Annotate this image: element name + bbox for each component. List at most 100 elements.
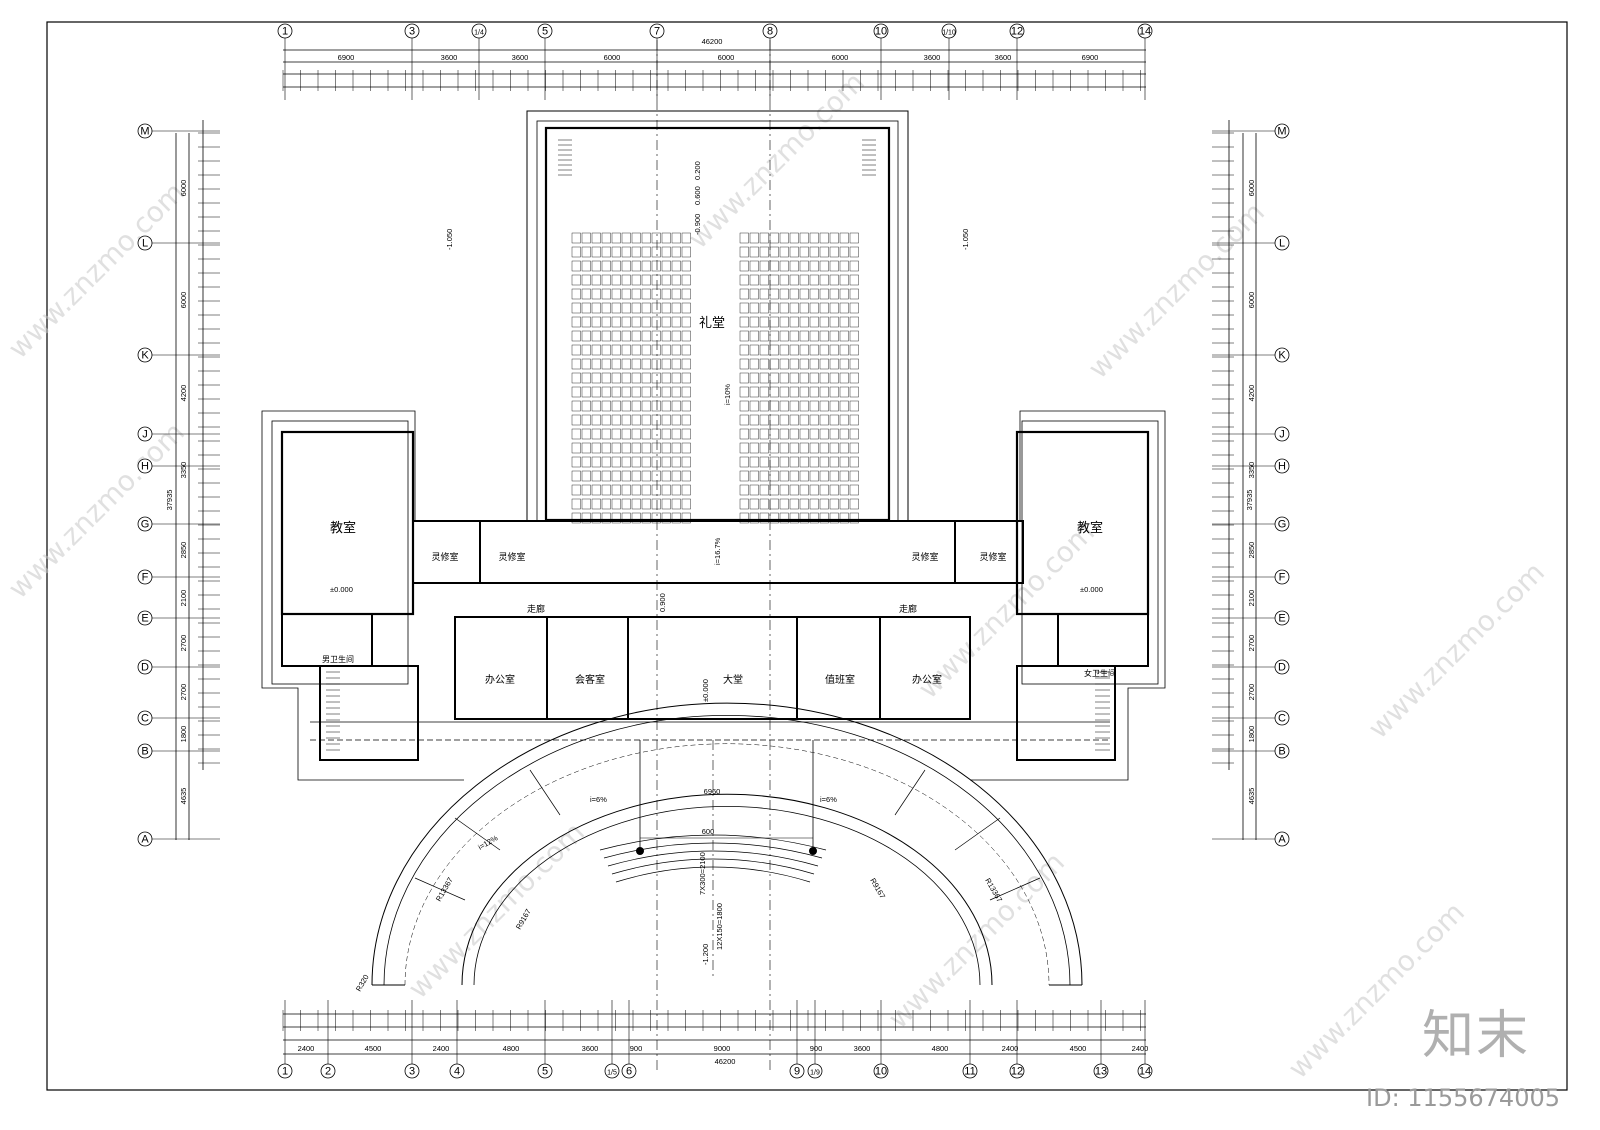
axis-label: 10 [875,1066,887,1078]
stair-treads [326,139,1110,751]
level-aisle: -0.900 [693,214,702,235]
level-plaza: -1.200 [701,944,710,965]
axis-bubble-top: 10 [873,23,889,39]
axis-label: G [141,519,150,531]
bottom-dim: 3600 [854,1044,871,1053]
top-dim: 3600 [995,53,1012,62]
axis-bubble-row-left: L [137,235,153,251]
axis-label: 1/9 [810,1070,820,1077]
axis-bubble-row-left: C [137,710,153,726]
axis-bubble-row-right: G [1274,516,1290,532]
room-lobby: 大堂 [723,673,743,686]
axis-label: 14 [1139,26,1151,38]
axis-label: D [1278,662,1286,674]
bottom-dim: 900 [810,1044,823,1053]
axis-bubble-row-left: B [137,743,153,759]
watermark: www.znzmo.com [882,846,1071,1035]
level-ground-right: ±0.000 [1080,585,1103,594]
axis-bubble-row-right: H [1274,458,1290,474]
axis-label: B [141,746,148,758]
entrance-arcs [371,702,1083,986]
left-dim-labels: 6000 6000 4200 3350 2850 2100 2700 2700 … [179,180,188,805]
axis-bubble-bottom: 11 [962,1063,978,1079]
right-dim: 2700 [1247,635,1256,652]
bottom-dim-labels: 2400 4500 2400 4800 3600 900 9000 900 36… [298,1044,1149,1053]
axis-label: D [141,662,149,674]
axis-label: 3 [409,1066,415,1078]
top-dim-labels: 6900 3600 3600 6000 6000 6000 3600 3600 … [338,53,1099,62]
level-ground-left: ±0.000 [330,585,353,594]
axis-label: 1/4 [474,30,484,37]
bottom-dim: 2400 [433,1044,450,1053]
axis-bubble-row-left: H [137,458,153,474]
right-dim: 2100 [1247,590,1256,607]
axis-bubble-row-left: E [137,610,153,626]
axis-bubble-top: 3 [404,23,420,39]
axis-bubble-top: 12 [1009,23,1025,39]
slope-aisle: i=10% [723,384,732,405]
room-labels: 礼堂 教室 教室 灵修室 灵修室 灵修室 灵修室 走廊 走廊 办公室 会客室 大… [322,315,1116,686]
axis-label: H [141,461,149,473]
axis-bubble-row-left: K [137,347,153,363]
axis-label: 6 [626,1066,632,1078]
axis-label: 8 [767,26,773,38]
left-dim: 6000 [179,180,188,197]
slope-annotations: i=10% i=6% i=6% i=12% i=16.7% R13367 R91… [354,384,1004,993]
level-entry: 0.900 [658,593,667,612]
axis-bubble-bottom: 5 [537,1063,553,1079]
axis-label: 2 [325,1066,331,1078]
axis-label: L [1279,238,1285,250]
axis-label: F [142,572,149,584]
bottom-dim: 2400 [1132,1044,1149,1053]
axis-label: 1 [282,1066,288,1078]
right-dim: 3350 [1247,462,1256,479]
room-study: 灵修室 [498,551,525,563]
axis-label: E [1278,613,1285,625]
right-dim: 6000 [1247,292,1256,309]
right-dim: 4635 [1247,788,1256,805]
arc-radius: R9167 [868,877,887,901]
axis-bubble-bottom: 2 [320,1063,336,1079]
watermark: www.znzmo.com [682,66,871,255]
front-dim-label: 6960 [704,787,721,796]
axis-label: G [1278,519,1287,531]
level-markers: ±0.000 ±0.000 ±0.000 -1.200 -1.050 -1.05… [330,161,1103,965]
axis-bubble-bottom: 6 [621,1063,637,1079]
axis-label: 13 [1095,1066,1107,1078]
axis-bubble-row-right: J [1274,426,1290,442]
level-side-right: -1.050 [961,229,970,250]
room-study: 灵修室 [431,551,458,563]
auditorium-seating [571,232,859,524]
top-dim: 6900 [1082,53,1099,62]
bottom-dim: 4800 [932,1044,949,1053]
axis-bubble-row-left: A [137,831,153,847]
axis-label: 1/5 [607,1070,617,1077]
axis-label: 5 [542,26,548,38]
axis-bubble-row-right: B [1274,743,1290,759]
top-dim: 6900 [338,53,355,62]
top-dim: 6000 [604,53,621,62]
axis-label: B [1278,746,1285,758]
axis-label: 11 [964,1066,975,1078]
stair-width-label: 7X300=2100 [698,852,707,895]
left-dim: 2850 [179,542,188,559]
axis-bubble-bottom: 9 [789,1063,805,1079]
right-dim: 2850 [1247,542,1256,559]
axis-label: J [1279,429,1285,441]
axis-label: M [1277,126,1286,138]
room-reception: 会客室 [575,673,605,686]
arc-radius: R13367 [434,876,455,903]
right-dim: 4200 [1247,385,1256,402]
watermark: www.znzmo.com [402,816,591,1005]
bottom-dim: 9000 [714,1044,731,1053]
axis-bubble-bottom: 4 [449,1063,465,1079]
right-dim-labels: 6000 6000 4200 3350 2850 2100 2700 2700 … [1247,180,1256,805]
top-dim: 3600 [924,53,941,62]
axis-label: H [1278,461,1286,473]
top-dim: 6000 [832,53,849,62]
image-id: ID: 1155674005 [1366,1084,1560,1112]
axis-label: L [142,238,148,250]
axis-bubble-bottom: 1/5 [604,1063,620,1079]
